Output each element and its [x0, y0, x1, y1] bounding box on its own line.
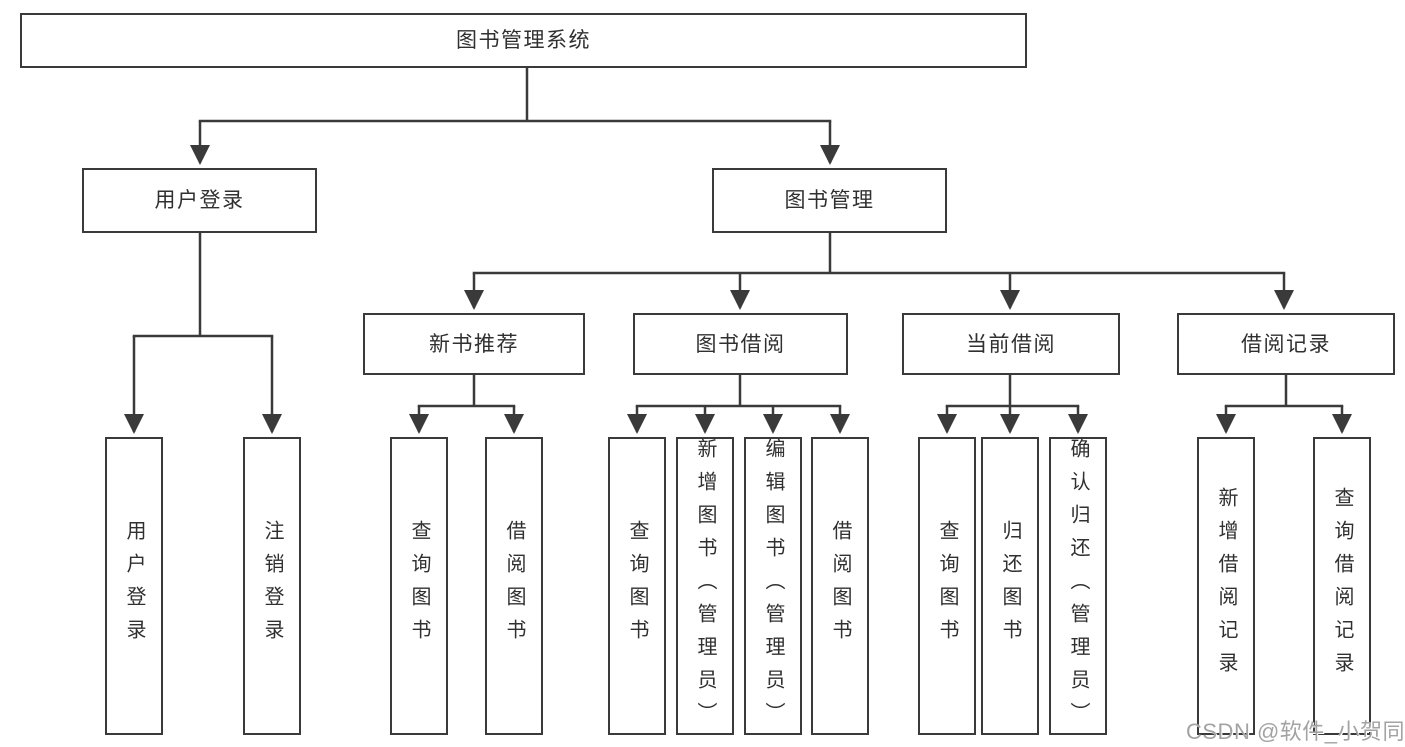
node-user-login-label: 用户登录 [154, 189, 245, 212]
leaf-borrow-books-recommend: 借阅图书 [485, 437, 543, 735]
node-borrowing-records: 借阅记录 [1177, 313, 1395, 375]
leaf-logout-login-label: 注销登录 [261, 520, 283, 652]
leaf-logout-login: 注销登录 [243, 437, 301, 735]
node-book-management-label: 图书管理 [784, 189, 875, 212]
node-current-borrowing-label: 当前借阅 [966, 332, 1056, 356]
leaf-user-login-label: 用户登录 [123, 520, 145, 652]
leaf-query-books-borrowing-label: 查询图书 [626, 520, 648, 652]
node-user-login: 用户登录 [82, 168, 317, 233]
leaf-query-books-recommend: 查询图书 [390, 437, 448, 735]
node-root: 图书管理系统 [20, 13, 1027, 68]
leaf-user-login: 用户登录 [105, 437, 163, 735]
leaf-query-books-recommend-label: 查询图书 [408, 520, 430, 652]
node-book-borrowing: 图书借阅 [633, 313, 848, 375]
leaf-borrow-books-recommend-label: 借阅图书 [503, 520, 525, 652]
leaf-query-borrow-record: 查询借阅记录 [1313, 437, 1371, 735]
leaf-edit-books-admin-label: 编辑图书（管理员） [762, 437, 784, 735]
leaf-query-books-current: 查询图书 [918, 437, 976, 735]
leaf-borrow-books-borrowing-label: 借阅图书 [829, 520, 851, 652]
leaf-query-books-borrowing: 查询图书 [608, 437, 666, 735]
node-root-label: 图书管理系统 [456, 29, 591, 52]
leaf-add-borrow-record-label: 新增借阅记录 [1215, 487, 1237, 685]
leaf-query-borrow-record-label: 查询借阅记录 [1331, 487, 1353, 685]
node-borrowing-records-label: 借阅记录 [1241, 332, 1331, 356]
node-book-management: 图书管理 [712, 168, 947, 233]
leaf-add-books-admin: 新增图书（管理员） [676, 437, 734, 735]
csdn-watermark: CSDN @软件_小贺同学 [1186, 719, 1405, 744]
leaf-borrow-books-borrowing: 借阅图书 [811, 437, 869, 735]
node-book-borrowing-label: 图书借阅 [695, 332, 786, 356]
node-new-book-recommend-label: 新书推荐 [429, 332, 519, 356]
leaf-edit-books-admin: 编辑图书（管理员） [744, 437, 802, 735]
leaf-return-books-label: 归还图书 [999, 520, 1021, 652]
leaf-query-books-current-label: 查询图书 [936, 520, 958, 652]
node-new-book-recommend: 新书推荐 [363, 313, 585, 375]
leaf-add-books-admin-label: 新增图书（管理员） [694, 437, 716, 735]
leaf-confirm-return-admin: 确认归还（管理员） [1049, 437, 1107, 735]
leaf-add-borrow-record: 新增借阅记录 [1197, 437, 1255, 735]
leaf-return-books: 归还图书 [981, 437, 1039, 735]
node-current-borrowing: 当前借阅 [902, 313, 1120, 375]
leaf-confirm-return-admin-label: 确认归还（管理员） [1067, 437, 1089, 735]
